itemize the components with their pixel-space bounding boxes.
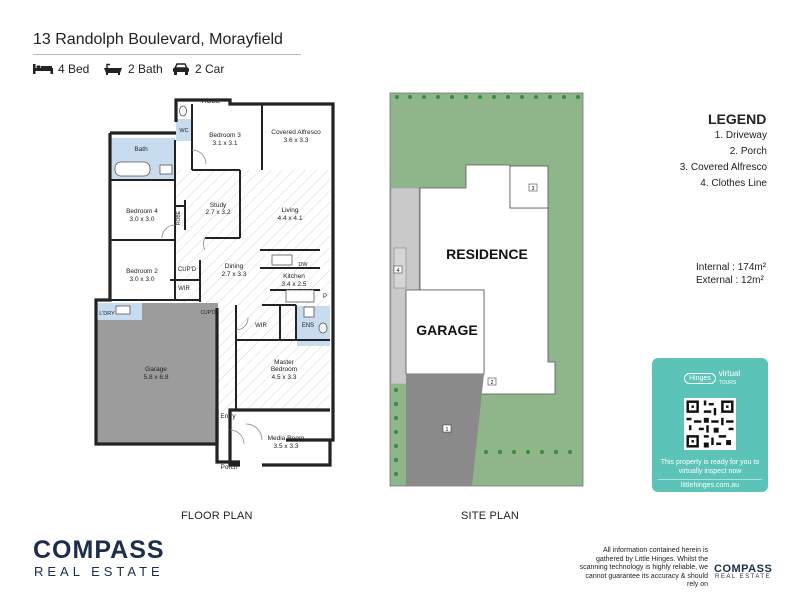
garage-floor bbox=[96, 303, 218, 443]
legend-item-clothes-line: 4. Clothes Line bbox=[700, 178, 767, 189]
virtual-tours-label: virtual TOURS bbox=[718, 369, 741, 387]
cooktop-icon bbox=[285, 289, 315, 303]
disclaimer-text: All information contained herein is gath… bbox=[579, 547, 708, 588]
garage-footprint bbox=[405, 289, 485, 375]
bath-icon bbox=[104, 63, 122, 75]
dining-size: 2.7 x 3.3 bbox=[222, 271, 247, 278]
external-area-label: External bbox=[696, 275, 733, 286]
residence-label: RESIDENCE bbox=[446, 246, 528, 262]
master-label: Master bbox=[274, 359, 295, 366]
feature-bath: 2 Bath bbox=[103, 62, 163, 76]
external-area-value: : 12m² bbox=[735, 275, 764, 286]
master-size: 4.5 x 3.3 bbox=[272, 374, 297, 381]
study-size: 2.7 x 3.2 bbox=[206, 209, 231, 216]
living-label: Living bbox=[282, 207, 299, 214]
internal-area: Internal : 174m² bbox=[696, 262, 766, 273]
bedroom3-size: 3.1 x 3.1 bbox=[213, 140, 238, 147]
internal-area-label: Internal bbox=[696, 262, 730, 273]
master-label-2: Bedroom bbox=[271, 366, 297, 373]
vanity-icon bbox=[159, 164, 173, 175]
feature-bed: 4 Bed bbox=[33, 62, 89, 76]
title-divider bbox=[33, 54, 301, 55]
study-label: Study bbox=[210, 202, 227, 209]
interior-walls bbox=[110, 104, 330, 410]
bath-label: Bath bbox=[134, 146, 148, 153]
hinges-brand: Hinges bbox=[684, 373, 716, 384]
feature-car: 2 Car bbox=[172, 62, 224, 76]
ensuite-label: ENS bbox=[302, 323, 314, 329]
bedroom2-size: 3.0 x 3.0 bbox=[130, 276, 155, 283]
outer-walls bbox=[94, 98, 335, 467]
entry-label: Entry bbox=[220, 413, 236, 420]
wc-fill bbox=[176, 119, 192, 141]
living-size: 4.4 x 4.1 bbox=[278, 215, 303, 222]
laundry-label: L'DRY bbox=[99, 311, 115, 317]
bed-icon bbox=[33, 64, 53, 74]
alfresco-label: Covered Alfresco bbox=[271, 129, 321, 136]
feature-car-label: 2 Car bbox=[195, 62, 225, 76]
site-plan: 1 2 3 4 RESIDENCE GARAGE bbox=[389, 92, 584, 487]
bedroom4-size: 3.0 x 3.0 bbox=[130, 216, 155, 223]
alfresco-size: 3.6 x 3.3 bbox=[284, 137, 309, 144]
sink-icon bbox=[271, 254, 293, 266]
floor-plan-caption: FLOOR PLAN bbox=[181, 510, 253, 522]
wc-label: WC bbox=[179, 128, 188, 134]
property-address: 13 Randolph Boulevard, Morayfield bbox=[33, 31, 283, 48]
media-room-size: 3.5 x 3.3 bbox=[274, 443, 299, 450]
compass-logo-subtitle: REAL ESTATE bbox=[34, 564, 164, 579]
pantry-label: P bbox=[323, 294, 327, 300]
floor-plan: ROBE WC Bedroom 3 3.1 x 3.1 Covered Alfr… bbox=[94, 98, 335, 471]
virtual-tour-text: This property is ready for you to virtua… bbox=[660, 459, 760, 475]
fixtures bbox=[114, 105, 328, 334]
bedroom2-label: Bedroom 2 bbox=[126, 268, 158, 275]
legend-item-porch: 2. Porch bbox=[729, 146, 767, 157]
garage-label: Garage bbox=[145, 366, 167, 373]
feature-bath-label: 2 Bath bbox=[128, 62, 163, 76]
kitchen-label: Kitchen bbox=[283, 273, 305, 280]
legend-item-driveway: 1. Driveway bbox=[714, 130, 767, 141]
door-swings bbox=[161, 149, 263, 445]
dining-label: Dining bbox=[225, 263, 244, 270]
hedge-dots bbox=[394, 95, 580, 476]
toilet-icon bbox=[179, 105, 187, 117]
wir1-label: WIR bbox=[178, 286, 190, 292]
laundry-tub-icon bbox=[115, 305, 131, 315]
external-area: External : 12m² bbox=[696, 275, 764, 286]
compass-logo: COMPASS bbox=[33, 536, 165, 564]
robe-top-label: ROBE bbox=[202, 98, 221, 105]
cupboard2-label: CUP'D bbox=[200, 310, 216, 316]
robe-side-label: ROBE bbox=[176, 210, 182, 225]
feature-bed-label: 4 Bed bbox=[58, 62, 90, 76]
legend-item-alfresco: 3. Covered Alfresco bbox=[679, 162, 767, 173]
virtual-tour-url[interactable]: littlehinges.com.au bbox=[658, 479, 762, 489]
qr-code-icon[interactable] bbox=[684, 398, 736, 450]
garage-site-label: GARAGE bbox=[416, 322, 477, 338]
car-icon bbox=[173, 63, 189, 75]
bathtub-icon bbox=[114, 161, 151, 177]
marker-clothes-line: 4 bbox=[397, 268, 400, 274]
bedroom4-label: Bedroom 4 bbox=[126, 208, 158, 215]
site-plan-caption: SITE PLAN bbox=[461, 510, 520, 522]
porch-label: Porch bbox=[221, 464, 238, 471]
virtual-tour-card[interactable]: Hinges virtual TOURS This property is re… bbox=[652, 358, 768, 492]
ens-basin-icon bbox=[318, 322, 328, 334]
ens-toilet-icon bbox=[303, 306, 315, 318]
compass-logo-small-subtitle: REAL ESTATE bbox=[715, 574, 772, 580]
bedroom3-label: Bedroom 3 bbox=[209, 132, 241, 139]
cupboard1-label: CUP'D bbox=[178, 267, 197, 273]
marker-driveway: 1 bbox=[446, 427, 449, 433]
dishwasher-label: DW bbox=[298, 262, 308, 268]
marker-porch: 2 bbox=[491, 380, 494, 386]
wir2-label: WIR bbox=[255, 323, 267, 329]
marker-alfresco: 3 bbox=[532, 186, 535, 192]
media-room-label: Media Room bbox=[268, 435, 305, 442]
virtual-tour-logo: Hinges virtual TOURS bbox=[684, 370, 740, 387]
internal-area-value: : 174m² bbox=[732, 262, 767, 273]
kitchen-size: 3.4 x 2.5 bbox=[282, 281, 307, 288]
garage-size: 5.8 x 6.8 bbox=[144, 374, 169, 381]
legend-title: LEGEND bbox=[708, 111, 767, 127]
compass-logo-small: COMPASS bbox=[714, 563, 773, 575]
